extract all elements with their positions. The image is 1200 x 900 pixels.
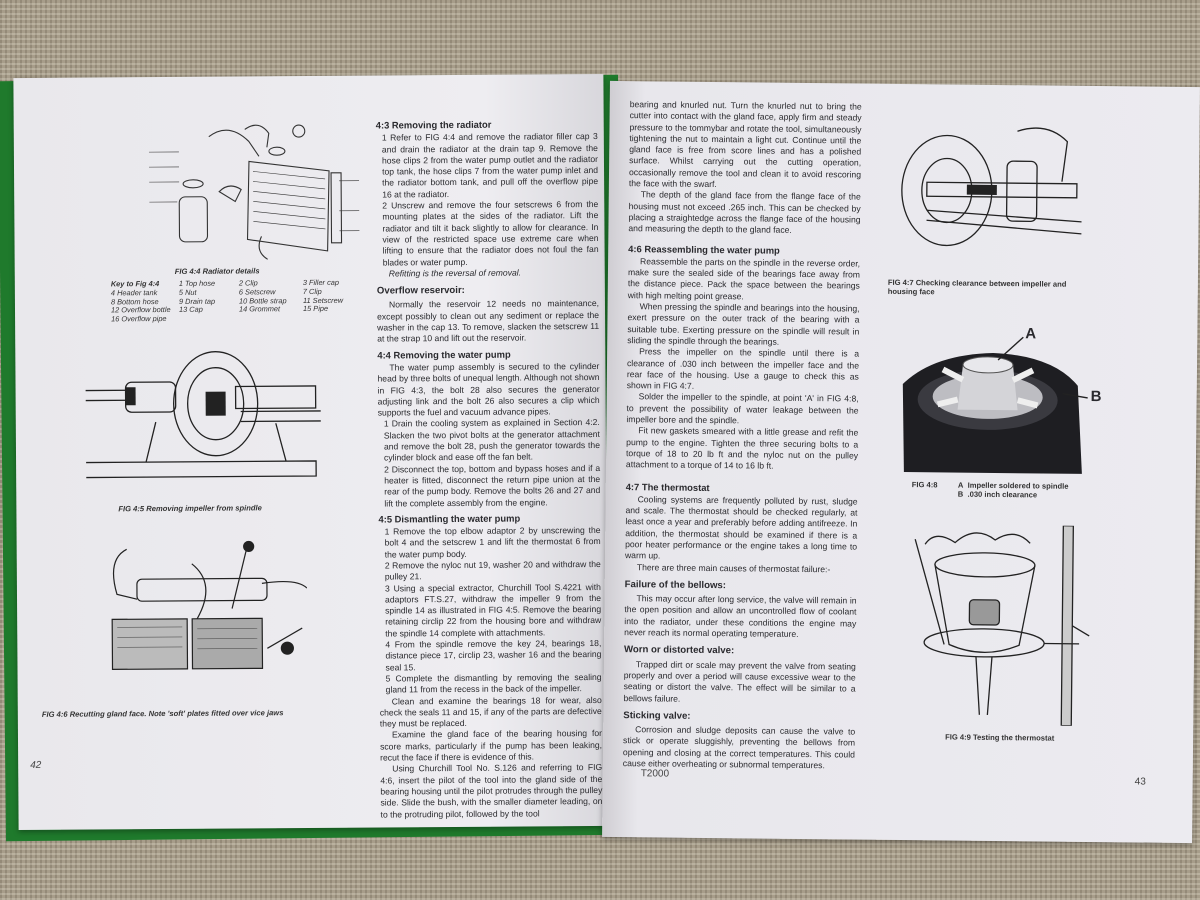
- left-text-column: 4:3 Removing the radiator 1 Refer to FIG…: [376, 114, 603, 820]
- impeller-extractor-figure: [85, 351, 321, 479]
- step: 4 From the spindle remove the key 24, be…: [385, 638, 602, 673]
- note: Refitting is the reversal of removal.: [388, 267, 522, 279]
- recutting-gland-figure: [111, 540, 308, 670]
- subheading-failure-of-bellows: Failure of the bellows:: [624, 578, 727, 592]
- fig-4-8-caption: FIG 4:8 A Impeller soldered to spindle B…: [912, 480, 1112, 500]
- section-heading-4-6: 4:6 Reassembling the water pump: [628, 242, 780, 256]
- paragraph: Press the impeller on the spindle until …: [626, 346, 860, 391]
- step: 2 Disconnect the top, bottom and bypass …: [384, 462, 601, 508]
- step: 2 Unscrew and remove the four setscrews …: [382, 199, 599, 268]
- paragraph: Clean and examine the bearings 18 for we…: [379, 694, 602, 729]
- step: 5 Complete the dismantling by removing t…: [385, 671, 602, 695]
- step: 2 Remove the nyloc nut 19, washer 20 and…: [384, 558, 601, 582]
- fig-4-8-label: FIG 4:8: [911, 480, 938, 490]
- step: 1 Drain the cooling system as explained …: [383, 417, 600, 463]
- paragraph: Cooling systems are frequently polluted …: [624, 494, 858, 561]
- left-page: FIG 4:4 Radiator details Key to Fig 4:4 …: [13, 73, 609, 831]
- paragraph: Reassemble the parts on the spindle in t…: [627, 256, 861, 302]
- legend-key: B: [957, 489, 964, 499]
- paragraph: Trapped dirt or scale may prevent the va…: [623, 658, 856, 704]
- paragraph: The water pump assembly is secured to th…: [377, 360, 600, 418]
- paragraph: Solder the impeller to the spindle, at p…: [626, 391, 859, 426]
- step: 3 Using a special extractor, Churchill T…: [384, 581, 602, 639]
- fig-4-4-caption: FIG 4:4 Radiator details: [174, 266, 260, 276]
- legend-text: .030 inch clearance: [967, 489, 1038, 500]
- impeller-housing-photo: [902, 336, 1088, 474]
- thermostat-test-figure: [914, 525, 1090, 727]
- paragraph: When pressing the spindle and bearings i…: [627, 301, 860, 347]
- key-item: 16 Overflow pipe: [111, 314, 167, 324]
- section-heading-4-5: 4:5 Dismantling the water pump: [378, 512, 521, 525]
- subheading-worn-distorted-valve: Worn or distorted valve:: [623, 644, 735, 657]
- subheading-overflow-reservoir: Overflow reservoir:: [376, 285, 465, 297]
- paragraph: Corrosion and sludge deposits can cause …: [622, 724, 856, 771]
- paragraph: bearing and knurled nut. Turn the knurle…: [628, 99, 862, 190]
- right-text-column: bearing and knurled nut. Turn the knurle…: [623, 99, 862, 772]
- fig-4-7-caption: FIG 4:7 Checking clearance between impel…: [887, 277, 1067, 297]
- page-number-left: 42: [30, 759, 42, 771]
- step: 1 Remove the top elbow adaptor 2 by unsc…: [384, 525, 601, 560]
- step: 1 Refer to FIG 4:4 and remove the radiat…: [381, 131, 599, 200]
- right-page: bearing and knurled nut. Turn the knurle…: [602, 80, 1200, 844]
- fig-4-5-caption: FIG 4:5 Removing impeller from spindle: [118, 503, 262, 514]
- paragraph: The depth of the gland face from the fla…: [628, 189, 861, 236]
- key-item: 15 Pipe: [302, 304, 329, 314]
- key-item: 13 Cap: [178, 305, 203, 315]
- paragraph: Using Churchill Tool No. S.126 and refer…: [380, 762, 603, 820]
- paragraph: Normally the reservoir 12 needs no maint…: [377, 298, 600, 344]
- book-series-code: T2000: [640, 768, 670, 780]
- label-a: A: [1025, 325, 1037, 343]
- radiator-diagram-figure: [148, 124, 360, 260]
- clearance-check-figure: [901, 127, 1082, 247]
- label-b: B: [1090, 387, 1102, 406]
- page-number-right: 43: [1134, 776, 1146, 788]
- paragraph: Examine the gland face of the bearing ho…: [380, 728, 603, 763]
- section-heading-4-4: 4:4 Removing the water pump: [377, 348, 511, 361]
- subheading-sticking-valve: Sticking valve:: [623, 709, 691, 722]
- key-item: 14 Grommet: [238, 304, 281, 314]
- section-heading-4-3: 4:3 Removing the radiator: [375, 118, 492, 131]
- section-heading-4-7: 4:7 The thermostat: [625, 480, 710, 493]
- paragraph: Fit new gaskets smeared with a little gr…: [625, 425, 859, 471]
- legend-key: A: [957, 480, 964, 490]
- paragraph: There are three main causes of thermosta…: [636, 561, 831, 574]
- fig-4-6-caption: FIG 4:6 Recutting gland face. Note 'soft…: [41, 708, 284, 719]
- paragraph: This may occur after long service, the v…: [624, 593, 857, 639]
- fig-4-4-key: Key to Fig 4:4 1 Top hose 2 Clip 3 Fille…: [111, 278, 361, 325]
- fig-4-8-legend: A Impeller soldered to spindle B .030 in…: [958, 481, 1069, 500]
- fig-4-9-caption: FIG 4:9 Testing the thermostat: [945, 732, 1055, 743]
